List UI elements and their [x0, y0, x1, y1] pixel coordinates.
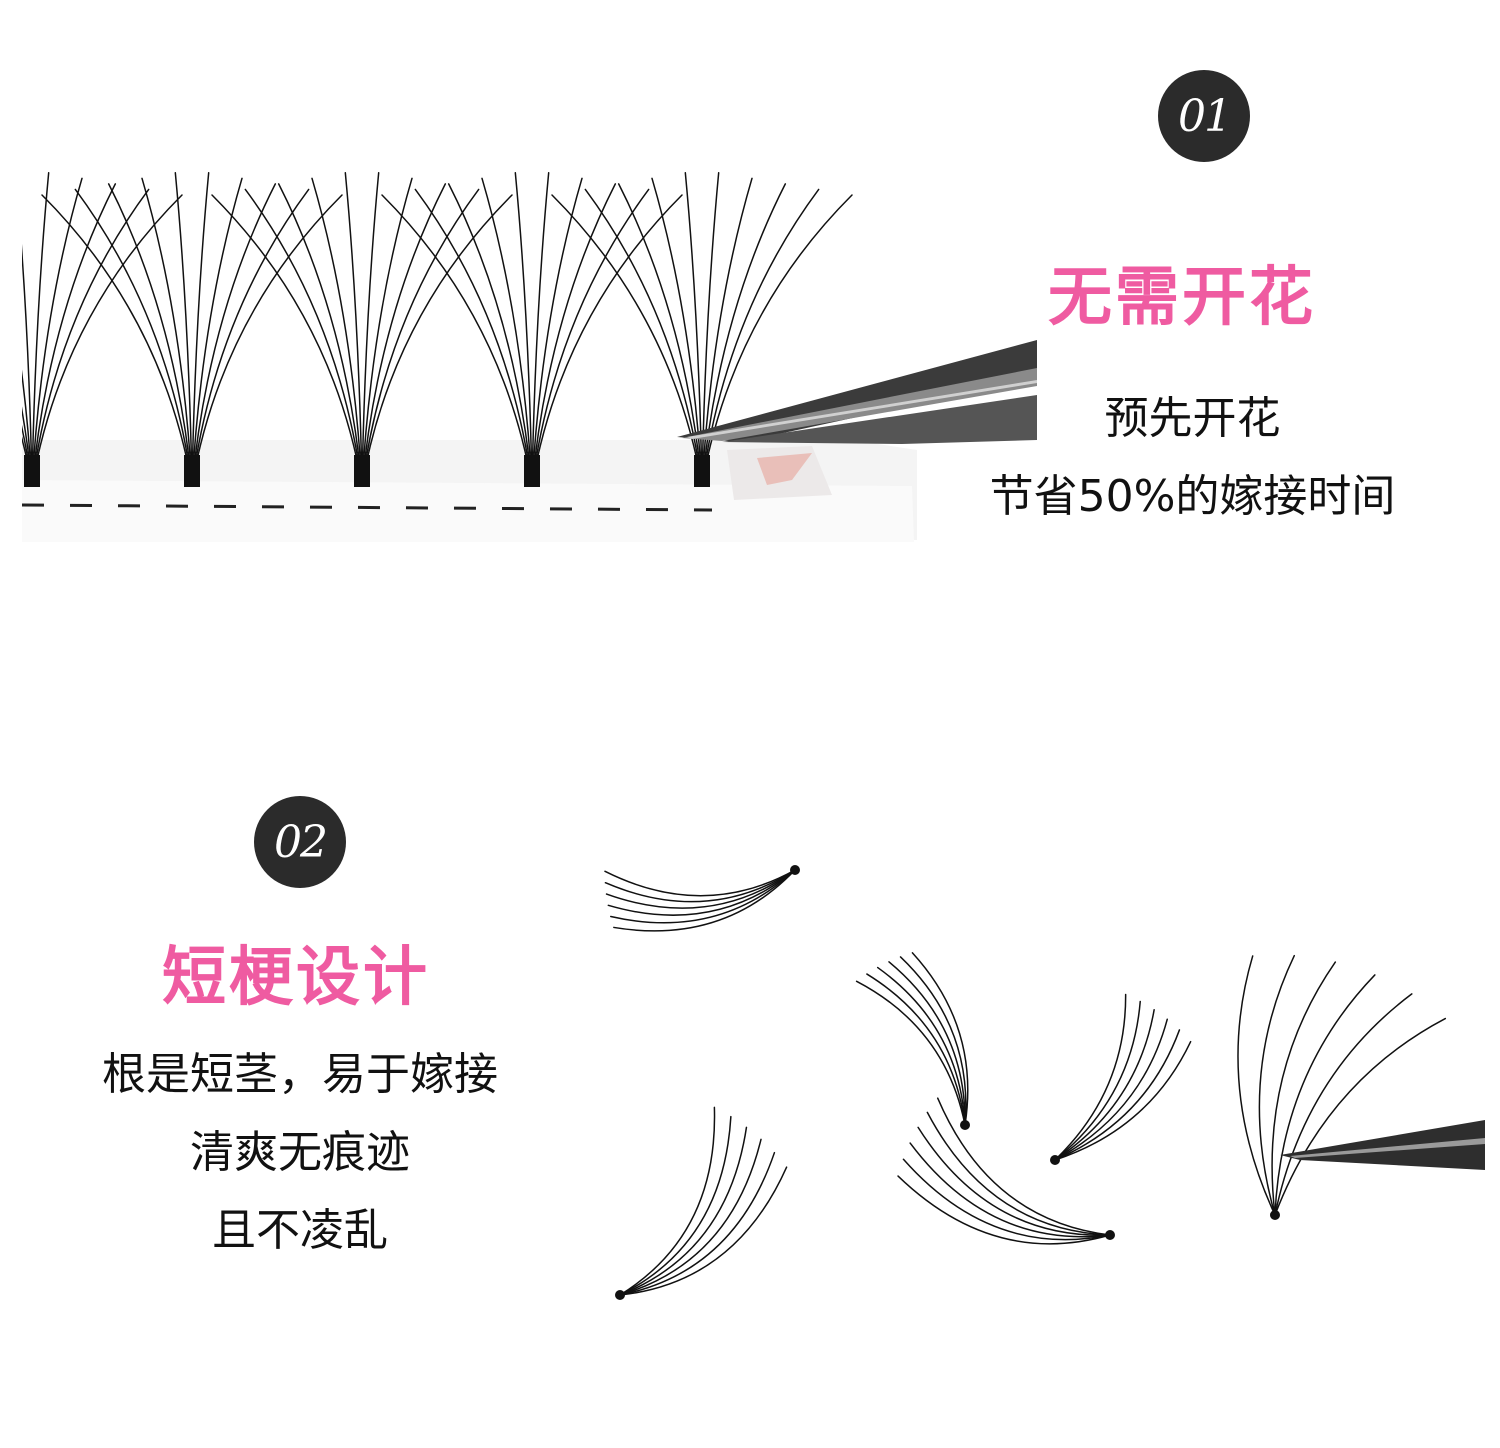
description-line-1: 预先开花: [1104, 393, 1281, 444]
feature-description: 根是短茎，易于嫁接 清爽无痕迹 且不凌乱: [40, 1036, 560, 1270]
feature-section-1: 01 无需开花 预先开花 节省50%的嫁接时间: [0, 0, 1500, 700]
step-number-badge: 02: [254, 796, 346, 888]
step-number-badge: 01: [1158, 70, 1250, 162]
description-line-2: 清爽无痕迹: [190, 1127, 410, 1178]
scattered-lashes-photo: [604, 865, 1485, 1300]
step-number: 02: [274, 816, 328, 868]
lash-fans: [22, 172, 853, 487]
tweezers: [1280, 1120, 1485, 1170]
feature-title: 无需开花: [1048, 261, 1316, 335]
feature-section-2: 02 短梗设计 根是短茎，易于嫁接 清爽无痕迹 且不凌乱: [0, 760, 1500, 1448]
lash-fans: [604, 865, 1447, 1300]
description-line-1: 根是短茎，易于嫁接: [102, 1049, 498, 1100]
step-number: 01: [1178, 90, 1232, 142]
description-line-2: 节省50%的嫁接时间: [989, 471, 1396, 522]
feature-description: 预先开花 节省50%的嫁接时间: [960, 380, 1425, 536]
description-line-3: 且不凌乱: [212, 1205, 388, 1256]
tweezers: [677, 340, 1037, 444]
lash-strip-photo: [22, 172, 1037, 542]
feature-title: 短梗设计: [162, 941, 430, 1015]
